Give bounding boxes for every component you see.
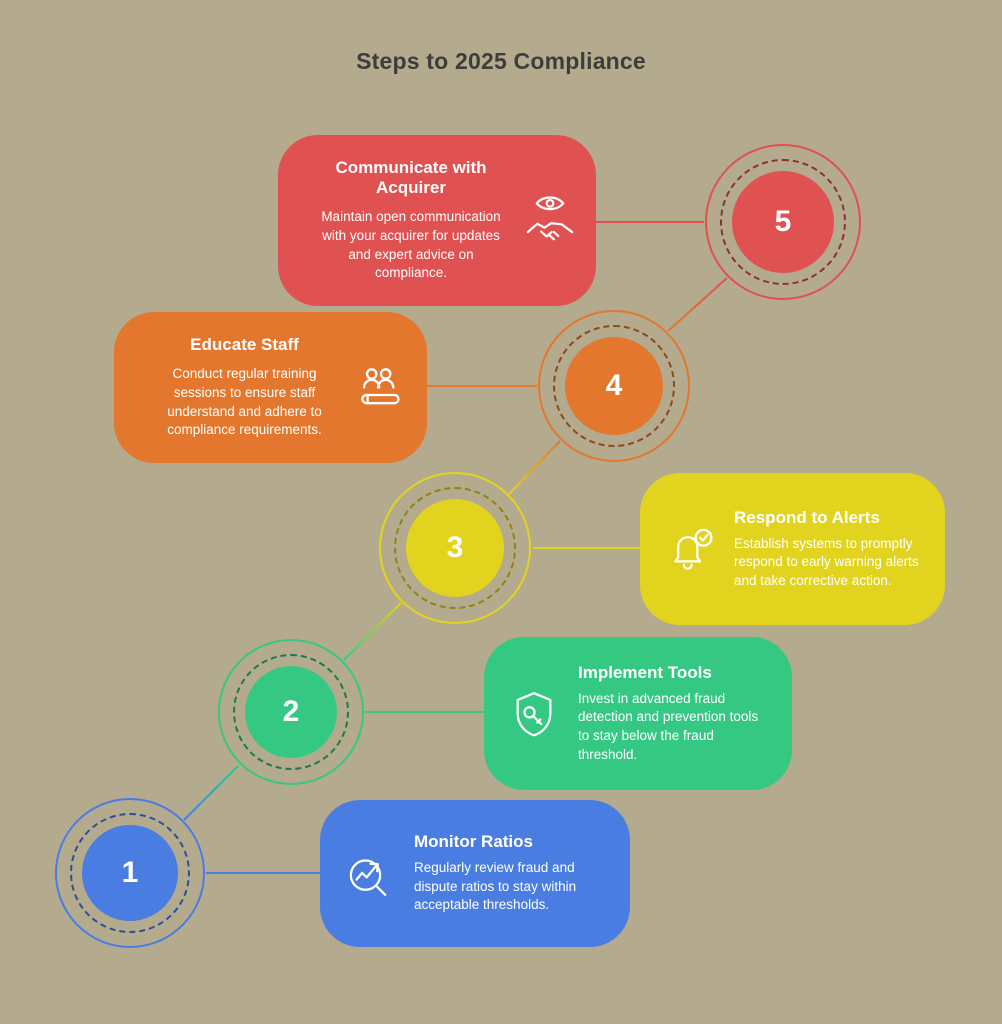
step-1-text: Monitor Ratios Regularly review fraud an…	[414, 832, 606, 915]
chart-magnifier-icon	[338, 847, 402, 901]
step-2-card: Implement Tools Invest in advanced fraud…	[484, 637, 792, 790]
step-5-dashed-ring	[720, 159, 846, 285]
step-1-description: Regularly review fraud and dispute ratio…	[414, 860, 577, 913]
step-4-number: 4	[605, 369, 623, 402]
step-4-title: Educate Staff	[190, 335, 299, 355]
step-1-card: Monitor Ratios Regularly review fraud an…	[320, 800, 630, 947]
step-1-number: 1	[121, 856, 139, 889]
bell-check-icon	[658, 522, 722, 576]
step-2-text: Implement Tools Invest in advanced fraud…	[578, 663, 768, 765]
step-2-number-badge: 2	[245, 666, 337, 758]
step-2-number: 2	[282, 695, 300, 728]
step-3-card: Respond to Alerts Establish systems to p…	[640, 473, 945, 625]
step-1-node: 1	[55, 798, 205, 948]
people-icon	[349, 360, 413, 416]
step-3-text: Respond to Alerts Establish systems to p…	[734, 508, 921, 591]
step-5-number: 5	[774, 205, 792, 238]
step-5-card: Communicate with Acquirer Maintain open …	[278, 135, 596, 306]
step-2-description: Invest in advanced fraud detection and p…	[578, 690, 759, 762]
page-title: Steps to 2025 Compliance	[356, 48, 646, 74]
step-2-dashed-ring	[233, 654, 349, 770]
step-2-title: Implement Tools	[578, 662, 712, 682]
step-5-number-badge: 5	[732, 171, 834, 273]
shield-key-icon	[502, 687, 566, 741]
step-3-title: Respond to Alerts	[734, 507, 880, 527]
step-4-text: Educate Staff Conduct regular training s…	[140, 335, 349, 440]
step-3-number-badge: 3	[406, 499, 504, 597]
step-1-dashed-ring	[70, 813, 190, 933]
step-2-outer-ring	[218, 639, 364, 785]
step-3-node: 3	[379, 472, 531, 624]
step-1-number-badge: 1	[82, 825, 178, 921]
step-4-number-badge: 4	[565, 337, 663, 435]
step-5-text: Communicate with Acquirer Maintain open …	[304, 158, 518, 283]
step-2-node: 2	[218, 639, 364, 785]
step-4-outer-ring	[538, 310, 690, 462]
step-5-description: Maintain open communication with your ac…	[321, 209, 501, 281]
step-1-title: Monitor Ratios	[414, 832, 533, 852]
step-4-card: Educate Staff Conduct regular training s…	[114, 312, 427, 463]
step-4-dashed-ring	[553, 325, 675, 447]
step-4-node: 4	[538, 310, 690, 462]
step-4-description: Conduct regular training sessions to ens…	[167, 366, 322, 438]
step-3-description: Establish systems to promptly respond to…	[734, 535, 919, 588]
step-5-outer-ring	[705, 144, 861, 300]
step-3-outer-ring	[379, 472, 531, 624]
step-1-outer-ring	[55, 798, 205, 948]
step-5-node: 5	[705, 144, 861, 300]
eye-handshake-icon	[518, 188, 582, 254]
step-5-title: Communicate with Acquirer	[335, 158, 487, 198]
step-3-dashed-ring	[394, 487, 516, 609]
step-3-number: 3	[446, 531, 464, 564]
